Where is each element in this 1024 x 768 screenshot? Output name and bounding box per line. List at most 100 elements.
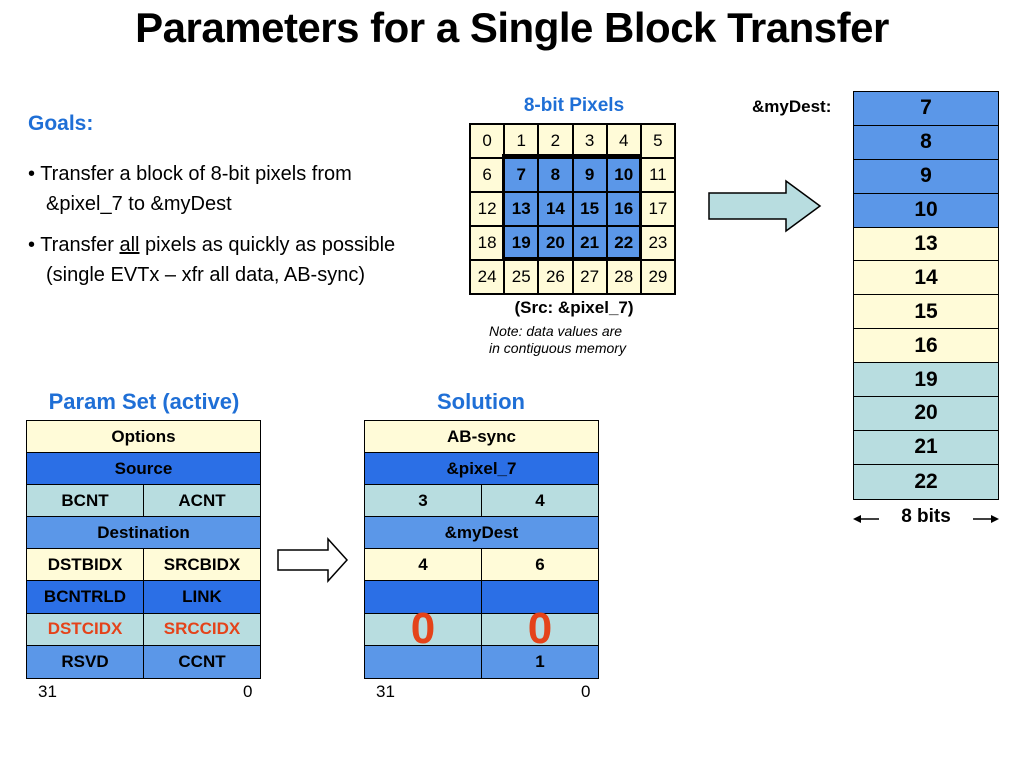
- solution-value: [481, 581, 598, 613]
- dest-cell: 19: [854, 363, 998, 398]
- memory-note-line-1: Note: data values are: [489, 323, 623, 339]
- pixel-cell: 15: [572, 192, 607, 226]
- dest-cell: 9: [854, 159, 998, 194]
- param-field: BCNT: [61, 490, 109, 510]
- param-bit-low: 0: [243, 682, 253, 701]
- pixel-cell: 27: [572, 260, 607, 294]
- dest-cell: 8: [854, 125, 998, 160]
- dest-cell: 10: [854, 193, 998, 228]
- goal-2-line-2: (single EVTx – xfr all data, AB-sync): [46, 264, 366, 286]
- pixel-cell: 16: [606, 192, 641, 226]
- pixel-cell: 3: [572, 124, 607, 158]
- param-field: ACNT: [143, 485, 260, 517]
- dest-cell: 22: [854, 464, 998, 499]
- goal-2-post: pixels as quickly as possible: [139, 234, 396, 256]
- param-row: BCNTRLD LINK: [27, 581, 260, 614]
- pixels-heading: 8-bit Pixels: [523, 95, 625, 116]
- pixel-cell: 29: [640, 260, 675, 294]
- pixel-cell: 0: [470, 124, 505, 158]
- goal-bullet-2: • Transfer all pixels as quickly as poss…: [28, 230, 458, 290]
- pixel-cell: 8: [538, 158, 573, 192]
- param-field: LINK: [143, 581, 260, 613]
- pixel-cell: 14: [538, 192, 573, 226]
- mapping-arrow-icon: [277, 537, 349, 583]
- pixel-cell: 1: [504, 124, 539, 158]
- dest-cell: 16: [854, 329, 998, 364]
- pixel-cell: 18: [470, 226, 505, 260]
- bit-width-arrows-icon: [853, 515, 999, 523]
- param-field: BCNTRLD: [43, 587, 127, 607]
- bit-width-indicator: 8 bits: [853, 506, 999, 530]
- solution-bit-low: 0: [581, 682, 591, 701]
- solution-value: 4: [418, 554, 428, 574]
- pixel-cell: 22: [606, 226, 641, 260]
- pixel-cell: 6: [470, 158, 505, 192]
- goal-2-pre: • Transfer: [28, 234, 120, 256]
- solution-value: 3: [418, 490, 428, 510]
- pixel-cell: 24: [470, 260, 505, 294]
- dest-cell: 14: [854, 261, 998, 296]
- goal-2-line-1: • Transfer all pixels as quickly as poss…: [28, 230, 458, 260]
- pixel-cell: 7: [504, 158, 539, 192]
- param-bit-high: 31: [38, 682, 57, 701]
- page-title: Parameters for a Single Block Transfer: [135, 4, 889, 51]
- solution-value: AB-sync: [447, 426, 516, 446]
- solution-value: 0: [481, 607, 598, 651]
- pixel-cell: 28: [606, 260, 641, 294]
- goal-1-line-2: &pixel_7 to &myDest: [46, 193, 232, 215]
- solution-value: 1: [481, 645, 598, 678]
- solution-row: 1: [365, 645, 598, 678]
- solution-value: 4: [481, 485, 598, 517]
- solution-bit-high: 31: [376, 682, 395, 701]
- pixel-cell: 10: [606, 158, 641, 192]
- pixel-cell: 21: [572, 226, 607, 260]
- dest-cell: 15: [854, 295, 998, 330]
- param-row: Source: [27, 453, 260, 486]
- param-field: Options: [111, 426, 176, 446]
- pixel-cell: 13: [504, 192, 539, 226]
- solution-row: &myDest: [365, 517, 598, 550]
- pixel-cell: 2: [538, 124, 573, 158]
- dest-cell: 7: [854, 92, 998, 126]
- solution-row: AB-sync: [365, 421, 598, 454]
- solution-value: &pixel_7: [446, 458, 517, 478]
- memory-note-line-2: in contiguous memory: [489, 340, 626, 356]
- pixel-cell: 20: [538, 226, 573, 260]
- mydest-label: &myDest:: [752, 97, 832, 116]
- param-row: Options: [27, 421, 260, 454]
- solution-heading: Solution: [437, 389, 525, 414]
- goals-heading: Goals:: [28, 112, 94, 135]
- transfer-arrow-icon: [708, 179, 822, 233]
- solution-value: 0: [410, 604, 436, 654]
- param-field: RSVD: [61, 651, 109, 671]
- solution-row: &pixel_7: [365, 453, 598, 486]
- dest-cell: 21: [854, 430, 998, 465]
- source-label: (Src: &pixel_7): [514, 298, 634, 317]
- pixel-cell: 5: [640, 124, 675, 158]
- param-field: DSTCIDX: [47, 619, 123, 639]
- pixel-cell: 9: [572, 158, 607, 192]
- pixel-cell: 17: [640, 192, 675, 226]
- pixel-cell: 19: [504, 226, 539, 260]
- solution-value: 6: [481, 549, 598, 581]
- pixel-cell: 26: [538, 260, 573, 294]
- goal-1-line-1: • Transfer a block of 8-bit pixels from: [28, 163, 352, 185]
- solution-row: [365, 581, 598, 614]
- pixel-cell: 23: [640, 226, 675, 260]
- param-set-heading: Param Set (active): [48, 389, 240, 414]
- goal-2-underlined: all: [119, 234, 140, 256]
- goal-bullet-1: • Transfer a block of 8-bit pixels from …: [28, 159, 458, 219]
- bit-width-label: 8 bits: [901, 506, 951, 527]
- pixel-cell: 4: [606, 124, 641, 158]
- solution-value: [365, 646, 481, 678]
